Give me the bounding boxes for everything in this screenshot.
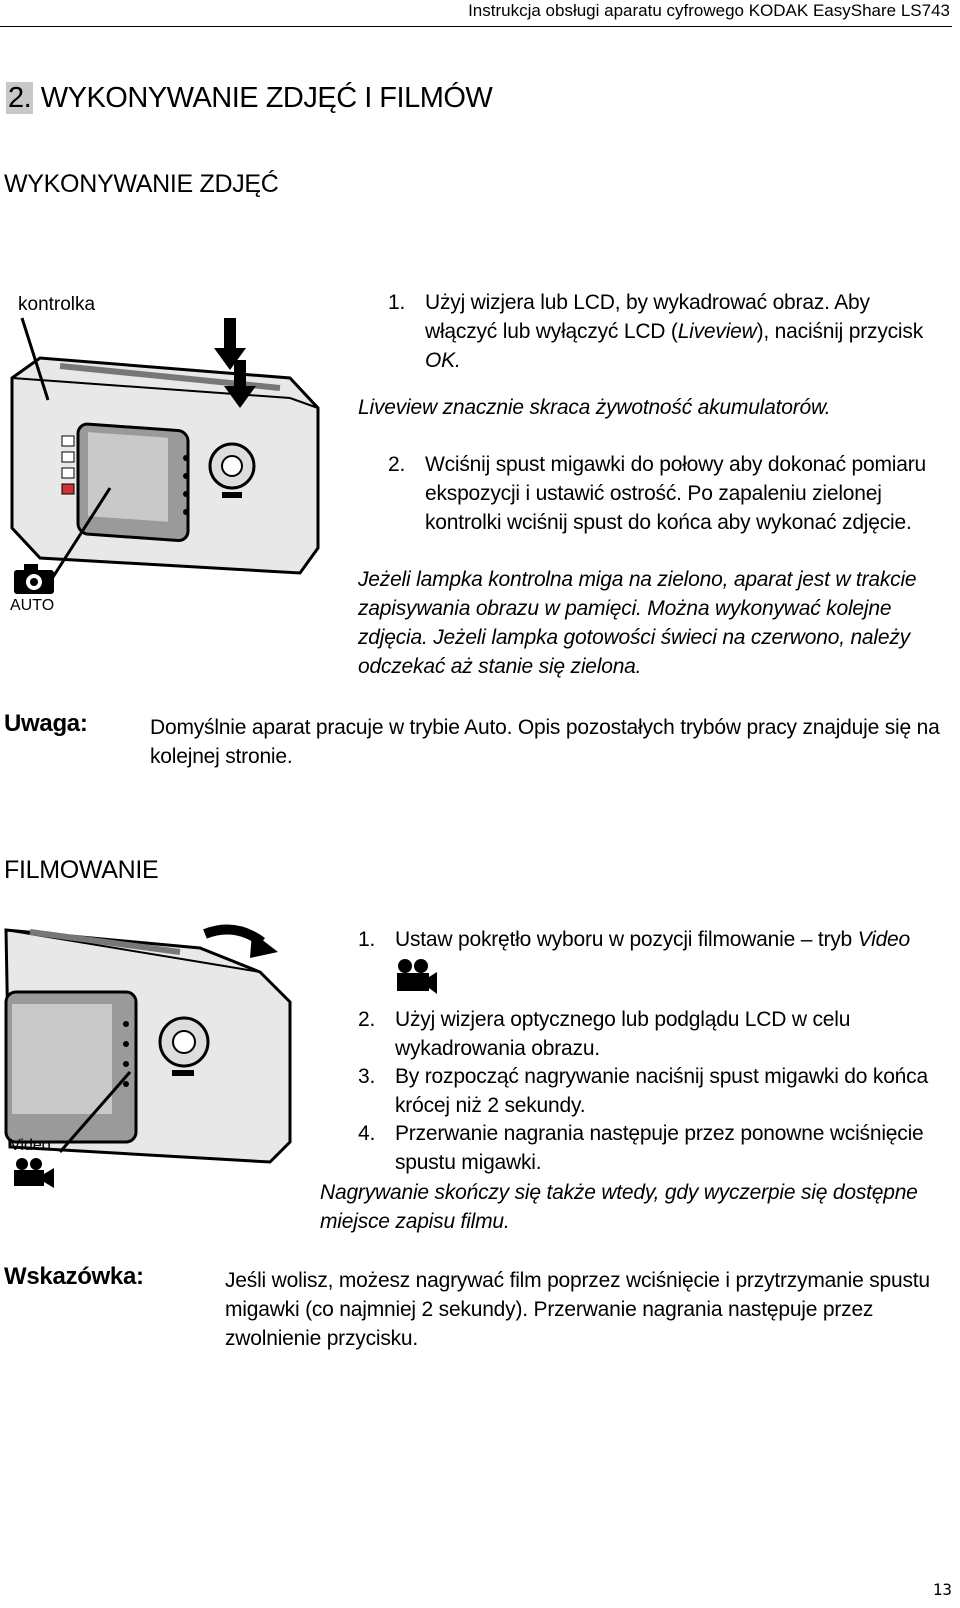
header-title: Instrukcja obsługi aparatu cyfrowego KOD… <box>468 1 950 20</box>
rotate-arrow-icon <box>203 924 278 958</box>
section-heading-video: FILMOWANIE <box>4 856 159 884</box>
video-step-4: 4. Przerwanie nagrania następuje przez p… <box>358 1122 924 1174</box>
camera-photo-illustration: kontrolka <box>0 288 340 628</box>
photo-step-2: 2. Wciśnij spust migawki do połowy aby d… <box>388 453 927 534</box>
page-header: Instrukcja obsługi aparatu cyfrowego KOD… <box>0 0 952 27</box>
chapter-title: 2. WYKONYWANIE ZDJĘĆ I FILMÓW <box>6 82 493 115</box>
video-camera-icon <box>14 1158 54 1188</box>
section-heading-photo: WYKONYWANIE ZDJĘĆ <box>4 170 279 198</box>
photo-step-1: 1. Użyj wizjera lub LCD, by wykadrować o… <box>388 291 923 372</box>
video-step-1: 1. Ustaw pokrętło wyboru w pozycji filmo… <box>358 928 911 951</box>
uwaga-label: Uwaga: <box>4 710 88 737</box>
photo-note-status: Jeżeli lampka kontrolna miga na zielono,… <box>358 568 917 678</box>
wskazowka-label: Wskazówka: <box>4 1263 144 1290</box>
image-label-kontrolka: kontrolka <box>18 294 96 315</box>
image-label-auto: AUTO <box>10 597 54 614</box>
video-note: Nagrywanie skończy się także wtedy, gdy … <box>320 1181 918 1233</box>
camera-icon <box>14 564 54 594</box>
chapter-number: 2. <box>6 82 34 114</box>
chapter-title-text: WYKONYWANIE ZDJĘĆ I FILMÓW <box>40 82 493 114</box>
video-camera-icon <box>395 958 439 998</box>
page-number: 13 <box>932 1580 952 1599</box>
image-label-video: Video <box>10 1137 51 1154</box>
arrow-down-icon <box>214 318 256 408</box>
video-step-3: 3. By rozpocząć nagrywanie naciśnij spus… <box>358 1065 928 1117</box>
photo-note-liveview: Liveview znacznie skraca żywotność akumu… <box>358 396 831 419</box>
uwaga-text: Domyślnie aparat pracuje w trybie Auto. … <box>150 716 940 768</box>
video-step-2: 2. Użyj wizjera optycznego lub podglądu … <box>358 1008 851 1060</box>
camera-video-illustration: Video <box>0 912 310 1222</box>
wskazowka-text: Jeśli wolisz, możesz nagrywać film poprz… <box>225 1269 930 1350</box>
